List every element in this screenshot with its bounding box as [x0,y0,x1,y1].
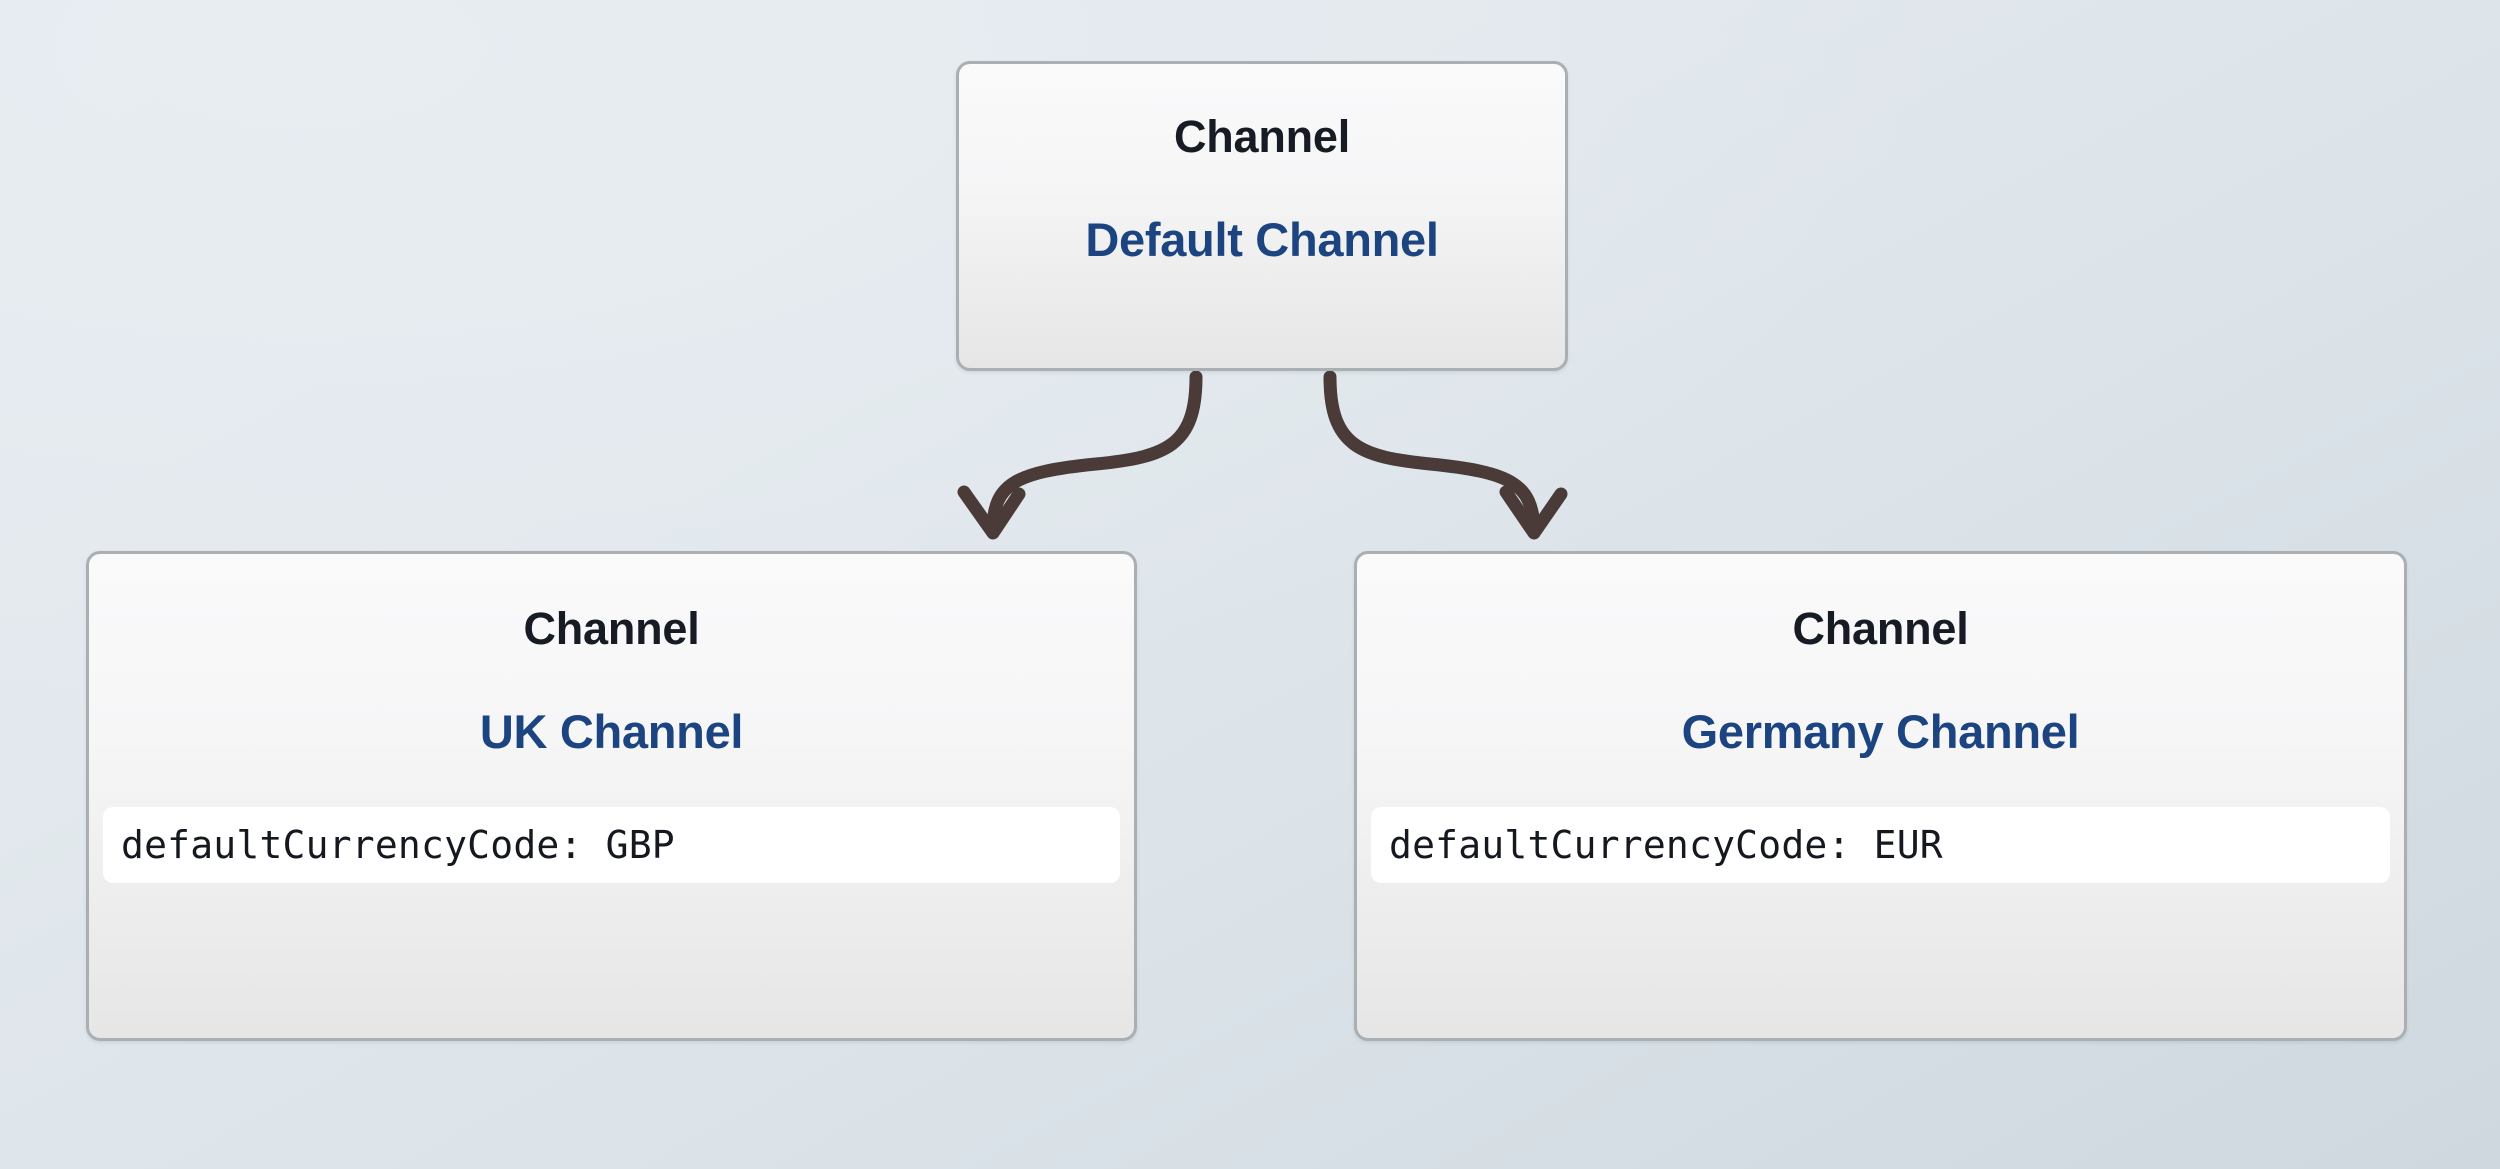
edge-root-to-de [1323,370,1568,540]
edge-root-to-de-arrowhead [1499,485,1568,540]
node-title-label: Default Channel [1085,213,1439,266]
node-attribute-list: defaultCurrencyCode: GBP [89,807,1134,883]
node-type-label: Channel [1173,111,1351,162]
node-default-channel[interactable]: Channel Default Channel [956,61,1568,371]
node-type-label: Channel [1792,603,1969,654]
node-uk-channel[interactable]: Channel UK Channel defaultCurrencyCode: … [86,551,1137,1041]
edge-root-to-de-line [1323,370,1541,535]
node-attribute-list: defaultCurrencyCode: EUR [1357,807,2404,883]
edge-root-to-uk [957,370,1203,540]
node-title-label: Germany Channel [1681,705,2080,758]
attribute-chip: defaultCurrencyCode: GBP [103,807,1120,883]
node-title-label: UK Channel [479,705,744,758]
node-germany-channel[interactable]: Channel Germany Channel defaultCurrencyC… [1354,551,2407,1041]
edge-root-to-uk-arrowhead [957,485,1026,540]
node-type-label: Channel [523,603,700,654]
attribute-chip: defaultCurrencyCode: EUR [1371,807,2390,883]
edge-root-to-uk-line [986,370,1203,535]
